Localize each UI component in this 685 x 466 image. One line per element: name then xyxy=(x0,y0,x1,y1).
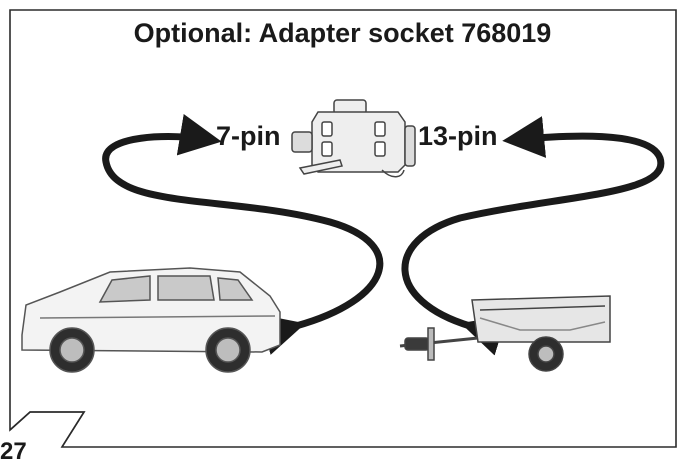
arrow-car-to-7pin xyxy=(102,114,384,355)
adapter-socket-icon xyxy=(291,99,416,178)
page-corner-fold xyxy=(9,411,86,448)
trailer-icon xyxy=(399,295,611,372)
car-icon xyxy=(21,267,281,373)
diagram-title: Optional: Adapter socket 768019 xyxy=(133,18,552,48)
label-7-pin: 7-pin xyxy=(216,121,281,151)
page-number: 27 xyxy=(0,438,27,465)
arrow-trailer-to-13pin xyxy=(401,116,665,356)
label-13-pin: 13-pin xyxy=(418,121,498,151)
